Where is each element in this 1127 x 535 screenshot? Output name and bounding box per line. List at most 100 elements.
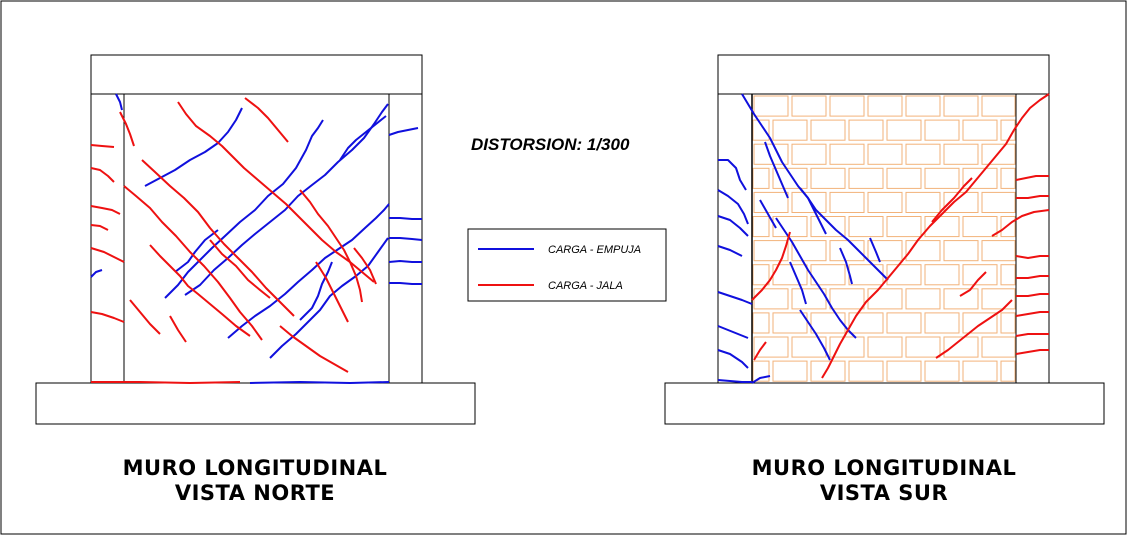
crack-line — [299, 261, 333, 321]
north-panel — [90, 93, 423, 384]
brick — [924, 360, 960, 382]
legend: CARGA - EMPUJA CARGA - JALA — [467, 228, 667, 302]
brick — [905, 240, 941, 262]
brick — [943, 336, 979, 358]
crack-line — [388, 260, 422, 263]
brick — [943, 191, 979, 213]
brick — [753, 191, 789, 213]
brick — [981, 336, 1016, 358]
crack-line — [717, 245, 743, 257]
brick — [962, 312, 998, 334]
crack-line — [90, 247, 125, 263]
crack-line — [353, 247, 377, 285]
south-push-cracks — [717, 93, 889, 384]
crack-line — [959, 271, 987, 297]
brick — [810, 167, 846, 189]
crack-line — [269, 237, 389, 359]
crack-line — [775, 217, 857, 339]
crack-line — [799, 187, 827, 235]
brick — [943, 143, 979, 165]
crack-line — [141, 159, 295, 317]
brick — [924, 216, 960, 238]
crack-line — [177, 101, 375, 283]
south-title-line1: MURO LONGITUDINAL — [752, 456, 1017, 480]
brick — [848, 167, 884, 189]
crack-line — [764, 141, 789, 199]
brick — [752, 312, 770, 334]
crack-line — [244, 97, 289, 143]
brick — [943, 240, 979, 262]
brick — [772, 119, 808, 141]
crack-line — [1015, 175, 1049, 181]
brick — [829, 336, 865, 358]
crack-line — [839, 247, 853, 285]
north-title-line1: MURO LONGITUDINAL — [123, 456, 388, 480]
brick — [962, 167, 998, 189]
brick — [962, 360, 998, 382]
crack-line — [174, 229, 219, 273]
crack-line — [1015, 349, 1049, 355]
south-wall — [664, 54, 1105, 425]
brick — [981, 95, 1016, 117]
brick — [867, 240, 903, 262]
crack-line — [123, 185, 263, 341]
crack-line — [90, 144, 115, 148]
north-push-cracks — [90, 93, 423, 384]
brick — [753, 143, 789, 165]
brick — [791, 95, 827, 117]
brick — [867, 95, 903, 117]
brick — [886, 119, 922, 141]
crack-line — [315, 261, 349, 323]
brick — [905, 143, 941, 165]
crack-line — [1015, 333, 1049, 337]
crack-line — [209, 239, 271, 299]
crack-line — [935, 299, 1013, 359]
brick — [962, 216, 998, 238]
crack-line — [717, 215, 749, 237]
crack-line — [119, 111, 135, 147]
legend-push-label: CARGA - EMPUJA — [548, 244, 641, 256]
crack-line — [388, 127, 419, 136]
brick — [829, 191, 865, 213]
brick — [791, 336, 827, 358]
crack-line — [931, 177, 973, 223]
brick — [1000, 167, 1016, 189]
distortion-label: DISTORSION: 1/300 — [471, 135, 630, 154]
north-wall — [35, 54, 476, 425]
crack-line — [717, 291, 753, 305]
brick — [924, 119, 960, 141]
crack-line — [90, 269, 103, 278]
brick — [981, 143, 1016, 165]
crack-line — [751, 231, 791, 301]
south-foundation — [664, 382, 1105, 425]
crack-line — [1016, 275, 1049, 279]
crack-line — [717, 189, 749, 225]
brick — [886, 312, 922, 334]
brick — [752, 167, 770, 189]
brick — [867, 191, 903, 213]
brick — [810, 119, 846, 141]
crack-line — [389, 237, 423, 241]
north-top-beam — [90, 54, 423, 95]
crack-line — [90, 167, 115, 183]
legend-box — [467, 228, 667, 302]
crack-line — [717, 349, 749, 369]
crack-line — [389, 217, 422, 220]
brick — [905, 191, 941, 213]
brick — [752, 216, 770, 238]
crack-line — [1015, 311, 1049, 317]
brick — [810, 312, 846, 334]
crack-line — [717, 325, 749, 339]
brick — [791, 240, 827, 262]
crack-line — [90, 224, 109, 231]
brick — [924, 312, 960, 334]
crack-line — [753, 341, 767, 361]
crack-line — [169, 315, 187, 343]
north-pull-cracks — [90, 97, 377, 384]
brick — [829, 288, 865, 310]
crack-line — [991, 209, 1050, 237]
brick — [772, 216, 808, 238]
brick — [924, 264, 960, 286]
brick — [1000, 360, 1016, 382]
